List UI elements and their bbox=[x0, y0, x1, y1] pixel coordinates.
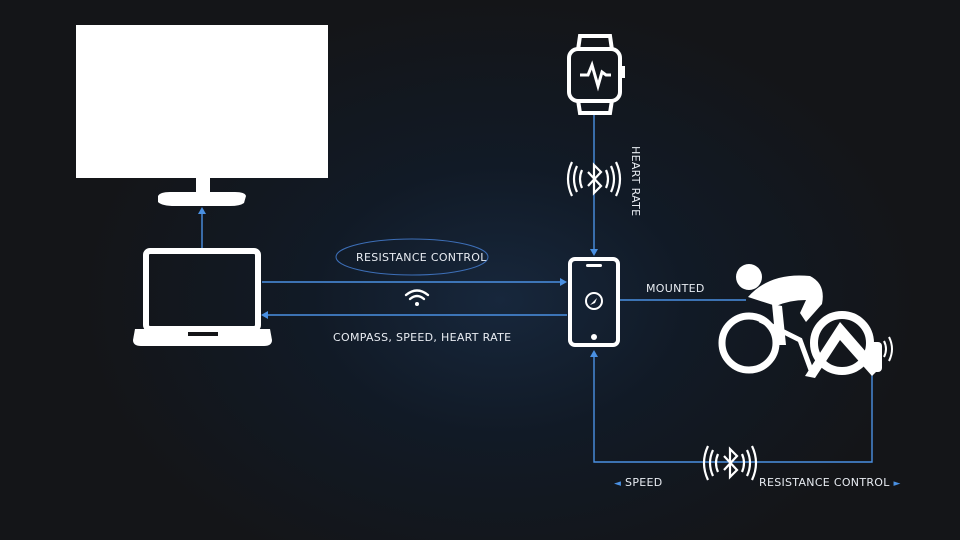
monitor-icon bbox=[76, 25, 328, 206]
speed-label: SPEED bbox=[625, 476, 663, 489]
laptop-icon bbox=[133, 248, 272, 346]
arrowhead-right-phone bbox=[560, 278, 567, 286]
arrowhead-down-phone bbox=[590, 249, 598, 256]
bluetooth-icon-lower bbox=[702, 445, 758, 481]
heart-rate-label: HEART RATE bbox=[629, 146, 642, 217]
wifi-icon bbox=[404, 289, 430, 306]
resistance-highlight-ellipse bbox=[335, 238, 489, 276]
arrowhead-up-monitor bbox=[198, 207, 206, 214]
cyclist-icon bbox=[718, 264, 823, 374]
bluetooth-icon-upper bbox=[566, 161, 622, 197]
resistance-control-label-top: RESISTANCE CONTROL bbox=[356, 251, 487, 264]
trainer-icon bbox=[805, 311, 893, 378]
smartphone-icon bbox=[568, 257, 620, 347]
smartwatch-icon bbox=[567, 34, 625, 115]
speed-label-group: ◄ SPEED bbox=[614, 476, 663, 489]
right-arrow-icon: ► bbox=[893, 479, 901, 489]
left-arrow-icon: ◄ bbox=[614, 479, 622, 489]
speed-loop-line bbox=[593, 355, 873, 463]
resistance-control-label-bottom: RESISTANCE CONTROL bbox=[759, 476, 890, 489]
arrowhead-left-laptop bbox=[261, 311, 268, 319]
arrowhead-up-phone bbox=[590, 350, 598, 357]
resistance-control-label-bottom-group: RESISTANCE CONTROL ► bbox=[759, 476, 901, 489]
mounted-label: MOUNTED bbox=[646, 282, 705, 295]
compass-icon bbox=[585, 292, 603, 310]
connection-lines bbox=[198, 112, 873, 463]
compass-speed-heart-rate-label: COMPASS, SPEED, HEART RATE bbox=[333, 331, 512, 344]
